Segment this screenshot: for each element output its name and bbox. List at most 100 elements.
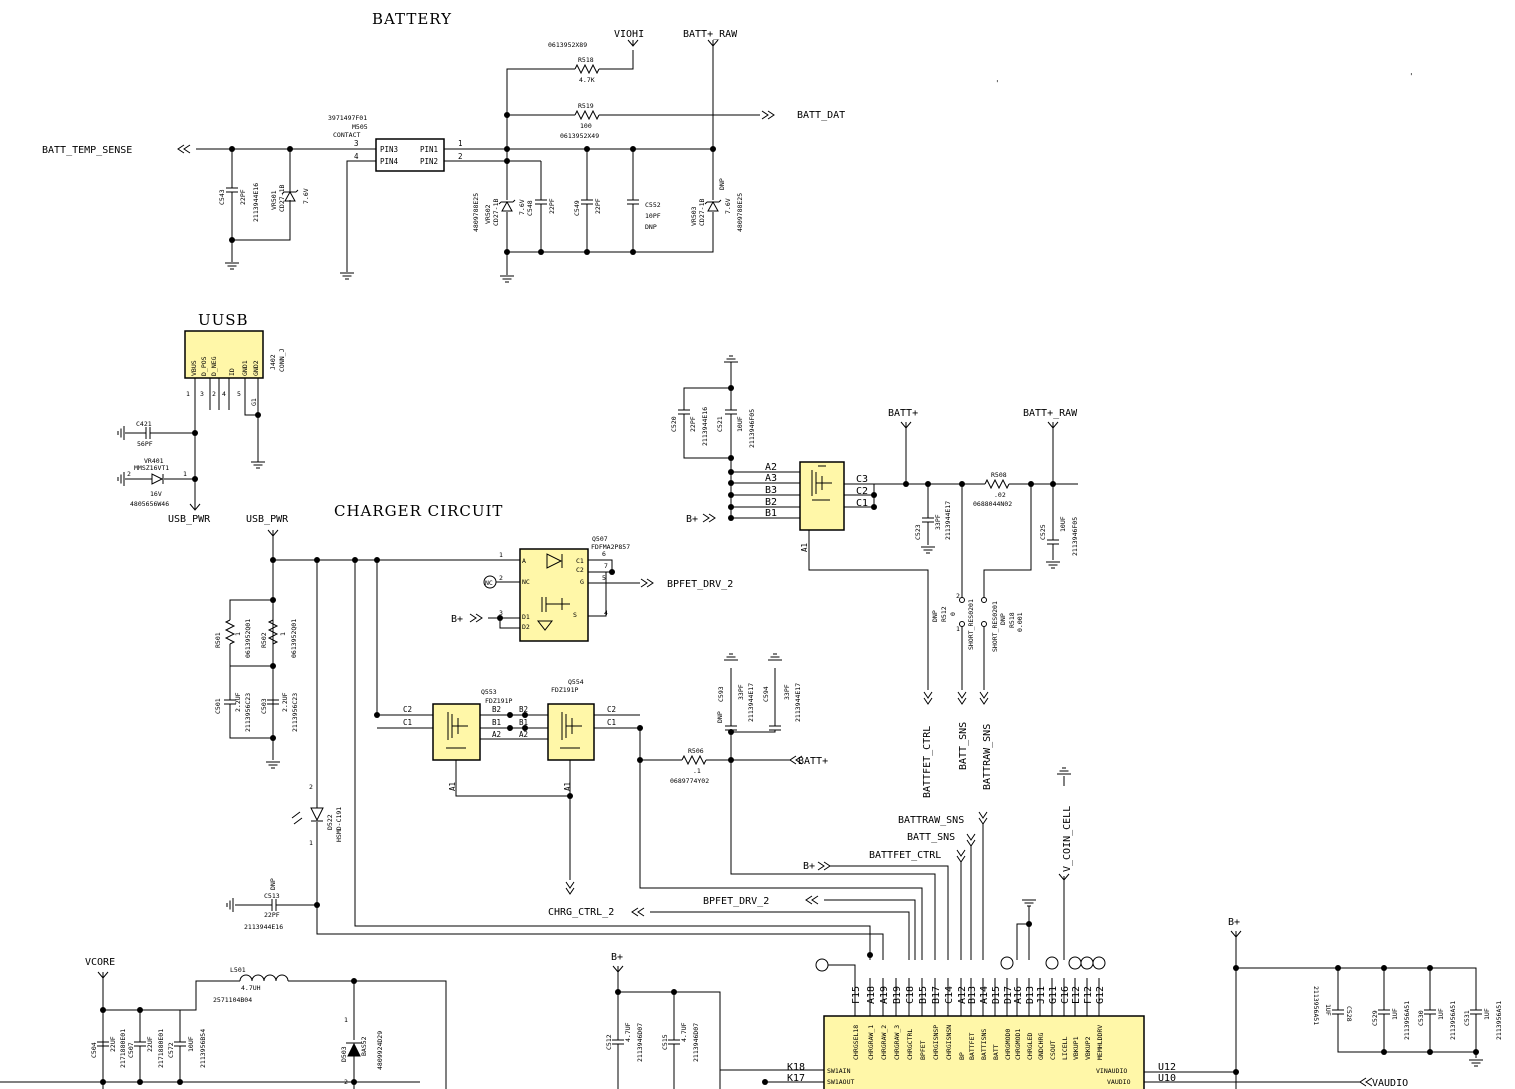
q553-pin-b1: B1 — [492, 718, 501, 727]
nc-marker-icon — [1092, 956, 1106, 970]
c525-pn: 2113946F05 — [1071, 517, 1079, 556]
c594-pn: 2113944E17 — [794, 683, 802, 722]
c552-note: DNP — [645, 223, 657, 231]
c503-ref: C503 — [260, 698, 268, 714]
c507-value: 22UF — [146, 1036, 154, 1052]
c531-pn: 2113956A51 — [1495, 1001, 1503, 1040]
pmic-right-pin-u12: U12 — [1158, 1062, 1176, 1073]
c525-value: 10UF — [1059, 516, 1067, 532]
j402-ref: J402 — [269, 354, 277, 370]
pmic-pin-label-csout: CSOUT — [1049, 1040, 1057, 1060]
pmic-pin-label-chrgmod1: CHRGMOD1 — [1014, 1029, 1022, 1060]
uusb-pinnum-2: 2 — [212, 390, 216, 398]
d503-ref: D503 — [340, 1046, 348, 1062]
battfet-pin-a3: A3 — [765, 473, 777, 484]
nc-label: NC — [485, 579, 493, 587]
c421-value: 56PF — [137, 440, 153, 448]
d503-part: BAS52 — [360, 1036, 368, 1056]
net-label-b-plus-4: B+ — [611, 952, 623, 963]
pmic-pin-label-vbkup2: VBKUP2 — [1084, 1036, 1092, 1060]
battfet-pin-c2: C2 — [856, 486, 868, 497]
vr401-part: MMSZ16VT1 — [134, 464, 169, 472]
vr503-pn: 4809788E25 — [736, 193, 744, 232]
r519-pn: 0613952X49 — [560, 132, 599, 140]
c528-value: 1UF — [1324, 1004, 1332, 1016]
battfet-pin-b2: B2 — [765, 497, 777, 508]
uusb-pin-dneg: D_NEG — [210, 356, 218, 376]
pmic-pin-a14: A14 — [979, 986, 990, 1004]
l501-pn: 2571104B04 — [213, 996, 252, 1004]
r518-ref: R518 — [578, 56, 594, 64]
c521-ref: C521 — [716, 416, 724, 432]
c531-ref: C531 — [1463, 1010, 1471, 1026]
pmic-pin-a18: A18 — [866, 986, 877, 1004]
q553-ref: Q553 — [481, 688, 497, 696]
q507-pin-c2: C2 — [576, 566, 584, 574]
pmic-pin-f12: F12 — [1083, 986, 1094, 1004]
r502-ref: R502 — [260, 632, 268, 648]
q507-ref: Q507 — [592, 535, 608, 543]
pmic-pin-label-chrgraw_2: CHRGRAW_2 — [880, 1025, 888, 1060]
d503-pin1: 1 — [344, 1016, 348, 1024]
port-arrow-icon — [631, 907, 645, 917]
pmic-pin-c18: C18 — [905, 986, 916, 1004]
q553-mosfet — [432, 703, 481, 761]
m505-pin-b: PIN4 — [380, 157, 399, 166]
m505-contact — [375, 138, 445, 172]
q507-pin-s: S — [573, 611, 577, 619]
d522-pin2: 2 — [309, 783, 313, 791]
r512-value: 0 — [949, 612, 957, 616]
c520-value: 22PF — [689, 416, 697, 432]
net-label-batt-raw-2: BATT+_RAW — [1023, 408, 1078, 419]
battfet-pin-c1: C1 — [856, 498, 868, 509]
port-arrow-icon — [761, 110, 775, 120]
c543-value: 22PF — [239, 189, 247, 205]
c521-value: 10UF — [736, 416, 744, 432]
battfet-pin-a1: A1 — [800, 543, 809, 552]
vr501-value: 7.6V — [302, 188, 310, 204]
r506-pn: 0689774Y02 — [670, 777, 709, 785]
pmic-pin-label-memhlddrv: MEMHLDDRV — [1096, 1025, 1104, 1060]
battfet-pin-b1: B1 — [765, 508, 777, 519]
ground-icon — [117, 425, 125, 441]
net-label-batt-plus-2: BATT+ — [888, 408, 918, 419]
net-label-chrg-ctrl-2: CHRG_CTRL_2 — [548, 907, 614, 918]
pmic-left-pin-k18: K18 — [787, 1062, 805, 1073]
pmic-pin-b15: B15 — [918, 986, 929, 1004]
r501-ref: R501 — [214, 632, 222, 648]
c504-ref: C504 — [90, 1042, 98, 1058]
m505-pinnum-4: 4 — [354, 152, 359, 161]
port-arrow-icon — [979, 691, 989, 705]
q554-mosfet — [547, 703, 595, 761]
pmic-pin-label-battfet: BATTFET — [968, 1033, 976, 1060]
m505-name: CONTACT — [333, 131, 360, 139]
pmic-pin-label-gndchrg: GNDCHRG — [1037, 1033, 1045, 1060]
c507-ref: C507 — [127, 1042, 135, 1058]
net-label-batt-raw: BATT+_RAW — [683, 29, 738, 40]
pmic-pin-c14: C14 — [944, 986, 955, 1004]
q554-pin-c1: C1 — [607, 718, 616, 727]
vr503-note: DNP — [718, 178, 726, 190]
r518b-value: 0.001 — [1016, 612, 1024, 632]
d503-pn: 4809924D29 — [376, 1031, 384, 1070]
port-arrow-icon — [177, 144, 191, 154]
j402-name: CONN_J — [278, 348, 286, 372]
net-label-vaudio: VAUDIO — [1372, 1078, 1408, 1089]
ground-icon — [226, 897, 234, 913]
r501-value: 1 — [234, 632, 242, 636]
net-label-batt-temp-sense: BATT_TEMP_SENSE — [42, 145, 132, 156]
vr502-value: 7.6V — [518, 199, 526, 215]
q553-pin-c1: C1 — [403, 718, 412, 727]
net-label-battfet-ctrl-2: BATTFET_CTRL — [869, 850, 941, 861]
battfet-pin-b3: B3 — [765, 485, 777, 496]
pmic-left-label-sw1ain: SW1AIN — [827, 1067, 851, 1075]
net-label-bpfet-drv-2: BPFET_DRV_2 — [667, 579, 733, 590]
pmic-pin-g11: G11 — [1048, 986, 1059, 1004]
q507-pin-d1: D1 — [522, 613, 530, 621]
section-title-battery: BATTERY — [372, 10, 452, 28]
c515-ref: C515 — [661, 1034, 669, 1050]
m505-ref: M505 — [352, 123, 368, 131]
d522-pin1: 1 — [309, 839, 313, 847]
ground-icon — [224, 262, 240, 270]
r508-ref: R508 — [991, 471, 1007, 479]
